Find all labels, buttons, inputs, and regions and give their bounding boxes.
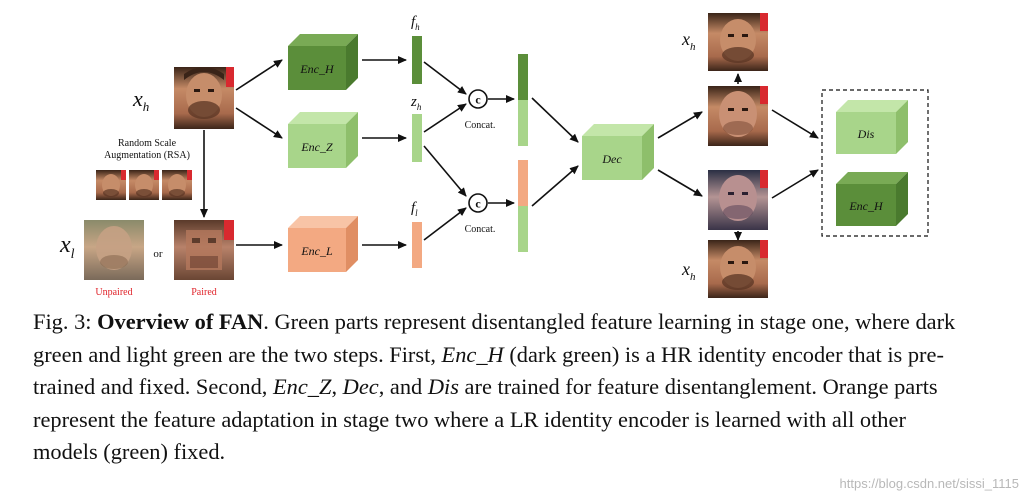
caption-fig-label: Fig. 3:: [33, 309, 98, 334]
recon-hr-face: [708, 86, 768, 146]
fh-label: fh: [411, 14, 420, 32]
fl-label: fl: [411, 200, 418, 218]
concat-node-top: c: [468, 89, 488, 109]
dec-label: Dec: [601, 152, 622, 166]
figure-caption: Fig. 3: Overview of FAN. Green parts rep…: [33, 306, 963, 469]
arrow-recon-lr-to-dis: [771, 169, 819, 199]
svg-text:c: c: [475, 197, 481, 211]
enc-h-label: Enc_H: [299, 62, 335, 76]
caption-fig-title: Overview of FAN: [97, 309, 264, 334]
arrow-recon-hr-to-dis: [771, 109, 819, 139]
zh-label: zh: [410, 94, 422, 112]
combined-bar-lr: [518, 160, 528, 252]
recon-lr-face: [708, 170, 768, 230]
fl-feature-bar: [412, 222, 422, 268]
fh-feature-bar: [412, 36, 422, 84]
caption-math-dis: Dis: [427, 374, 459, 399]
combined-bar-hr: [518, 54, 528, 146]
arrow-dec-to-recon-bottom: [657, 169, 703, 197]
caption-math-enc-h: Enc_H: [441, 341, 504, 367]
watermark: https://blog.csdn.net/sissi_1115: [839, 476, 1019, 491]
zh-feature-bar: [412, 114, 422, 162]
discriminator-group-box: [821, 89, 929, 237]
concat-label-top: Concat.: [465, 120, 496, 131]
or-label: or: [153, 248, 163, 260]
enc-z-label: Enc_Z: [300, 140, 333, 154]
enc-z-cube: Enc_Z: [288, 112, 358, 168]
caption-math-enc-z: Enc_Z: [273, 374, 332, 399]
caption-seg1: . Green parts represent disentangled fea…: [33, 309, 956, 367]
rsa-label-line2: Augmentation (RSA): [104, 150, 190, 161]
caption-seg2: (dark green) is a HR identity encoder th…: [33, 341, 944, 400]
fan-overview-figure: xh Random Scale Augmentation (RSA) xl: [59, 13, 929, 298]
caption-seg4: , and: [378, 374, 428, 399]
dis-cube: Dis: [836, 100, 908, 154]
dis-label: Dis: [857, 127, 875, 141]
concat-label-bottom: Concat.: [465, 224, 496, 235]
caption-math-dec: Dec: [342, 374, 379, 399]
rsa-label-line1: Random Scale: [118, 138, 177, 149]
caption-seg5: are trained for feature disentanglement.…: [33, 374, 938, 464]
dec-cube: Dec: [582, 124, 654, 180]
arrow-combined-hr-to-dec: [531, 97, 579, 143]
output-xh-top-label: xh: [681, 29, 696, 53]
enc-h-cube: Enc_H: [288, 34, 358, 90]
arrow-zh-to-concat2: [423, 145, 467, 197]
dis-enc-h-label: Enc_H: [848, 199, 884, 213]
enc-l-label: Enc_L: [300, 244, 333, 258]
dis-enc-h-cube: Enc_H: [836, 172, 908, 226]
paired-label: Paired: [191, 287, 217, 298]
caption-seg3: ,: [331, 374, 343, 399]
input-hr-face: [174, 67, 234, 129]
svg-text:c: c: [475, 93, 481, 107]
input-xh-label: xh: [132, 86, 149, 114]
arrow-zh-to-concat1: [423, 103, 467, 133]
concat-node-bottom: c: [468, 193, 488, 213]
paired-lr-face: [174, 220, 234, 280]
enc-l-cube: Enc_L: [288, 216, 358, 272]
arrow-fh-to-concat1: [423, 61, 467, 95]
arrow-xh-to-enc-z: [235, 107, 283, 139]
rsa-face-1: [96, 170, 126, 200]
output-xh-bottom-face: [708, 240, 768, 298]
rsa-face-3: [162, 170, 192, 200]
unpaired-lr-face: [84, 220, 144, 280]
arrow-combined-lr-to-dec: [531, 165, 579, 207]
output-xh-top-face: [708, 13, 768, 71]
rsa-face-2: [129, 170, 159, 200]
arrow-fl-to-concat2: [423, 207, 467, 241]
unpaired-label: Unpaired: [95, 287, 132, 298]
input-xl-label: xl: [59, 232, 75, 262]
output-xh-bottom-label: xh: [681, 259, 696, 283]
arrow-dec-to-recon-top: [657, 111, 703, 139]
arrow-xh-to-enc-h: [235, 59, 283, 91]
